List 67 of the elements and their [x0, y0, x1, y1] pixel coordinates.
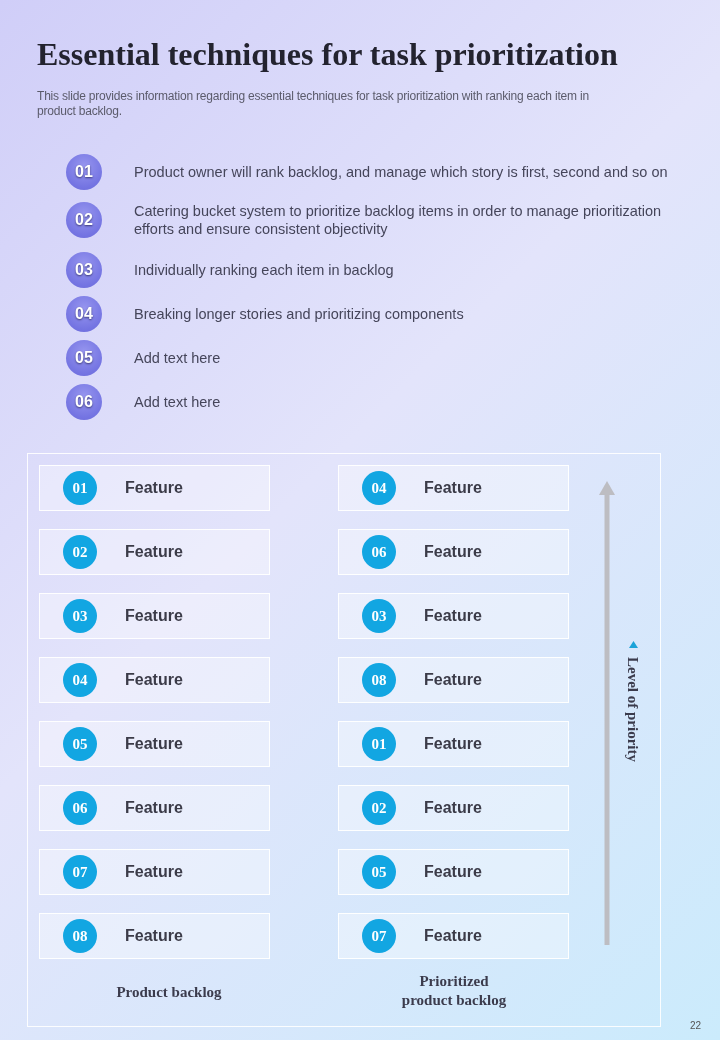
- item-text: Product owner will rank backlog, and manage which story is first, second and so on: [134, 163, 669, 181]
- feature-card: [39, 657, 270, 703]
- feature-label: Feature: [424, 479, 482, 497]
- number-badge: 07: [362, 919, 396, 953]
- feature-card: [338, 529, 569, 575]
- feature-card: [338, 593, 569, 639]
- number-badge: 07: [63, 855, 97, 889]
- feature-label: Feature: [125, 799, 183, 817]
- feature-label: Feature: [424, 863, 482, 881]
- number-badge: 04: [362, 471, 396, 505]
- feature-card: [39, 785, 270, 831]
- number-badge: 01: [63, 471, 97, 505]
- feature-card: [39, 721, 270, 767]
- feature-label: Feature: [424, 799, 482, 817]
- number-badge: 03: [362, 599, 396, 633]
- feature-card: [39, 465, 270, 511]
- feature-label: Feature: [424, 927, 482, 945]
- backlog-panel: [27, 453, 661, 1027]
- number-badge: 06: [63, 791, 97, 825]
- feature-card: [338, 785, 569, 831]
- number-badge: 05: [63, 727, 97, 761]
- column-caption: Product backlog: [115, 983, 223, 1002]
- item-text: Add text here: [134, 349, 222, 367]
- feature-card: [338, 721, 569, 767]
- feature-card: [338, 465, 569, 511]
- number-badge: 02: [63, 535, 97, 569]
- number-badge: 02: [66, 202, 102, 238]
- number-badge: 04: [66, 296, 102, 332]
- number-badge: 08: [63, 919, 97, 953]
- number-badge: 08: [362, 663, 396, 697]
- feature-label: Feature: [125, 671, 183, 689]
- feature-label: Feature: [125, 479, 183, 497]
- feature-label: Feature: [424, 735, 482, 753]
- number-badge: 02: [362, 791, 396, 825]
- feature-label: Feature: [424, 607, 482, 625]
- column-caption: Prioritized product backlog: [400, 972, 508, 1010]
- feature-label: Feature: [125, 607, 183, 625]
- feature-label: Feature: [125, 735, 183, 753]
- number-badge: 05: [66, 340, 102, 376]
- item-text: Breaking longer stories and prioritizing components: [134, 305, 465, 323]
- feature-card: [338, 849, 569, 895]
- feature-card: [39, 593, 270, 639]
- number-badge: 05: [362, 855, 396, 889]
- number-badge: 03: [66, 252, 102, 288]
- item-text: Add text here: [134, 393, 222, 411]
- feature-label: Feature: [125, 927, 183, 945]
- number-badge: 01: [362, 727, 396, 761]
- number-badge: 06: [66, 384, 102, 420]
- slide-title: Essential techniques for task prioritization: [37, 35, 618, 74]
- number-badge: 03: [63, 599, 97, 633]
- number-badge: 06: [362, 535, 396, 569]
- feature-label: Feature: [424, 543, 482, 561]
- description-text: This slide provides information regarding essential techniques for task prioritization with ranking each item in product backlog.: [37, 89, 590, 119]
- feature-card: [39, 913, 270, 959]
- number-badge: 04: [63, 663, 97, 697]
- feature-label: Feature: [424, 671, 482, 689]
- feature-card: [39, 849, 270, 895]
- feature-card: [39, 529, 270, 575]
- item-text: Individually ranking each item in backlog: [134, 261, 395, 279]
- feature-card: [338, 657, 569, 703]
- feature-label: Feature: [125, 863, 183, 881]
- number-badge: 01: [66, 154, 102, 190]
- axis-label: Level of priority: [624, 657, 641, 762]
- feature-label: Feature: [125, 543, 183, 561]
- item-text: Catering bucket system to prioritize backlog items in order to manage prioritization efforts and ensure consistent objectivity: [134, 202, 663, 238]
- page-number: 22: [690, 1020, 702, 1031]
- feature-card: [338, 913, 569, 959]
